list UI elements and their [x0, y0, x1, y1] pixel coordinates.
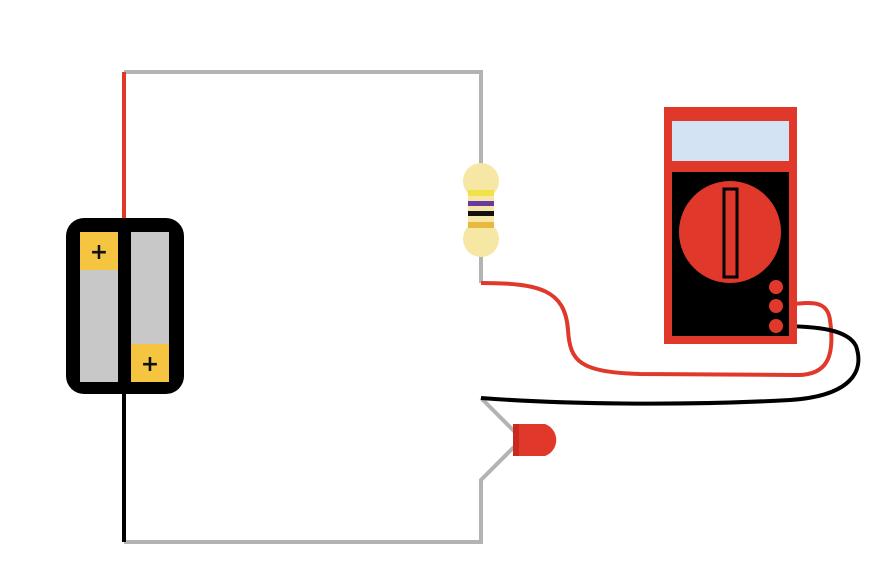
battery-plus-label-right: + [141, 352, 159, 377]
battery-terminal-left [80, 232, 118, 270]
multimeter [664, 107, 797, 344]
multimeter-port-bottom [769, 319, 783, 333]
multimeter-dial-pointer [722, 187, 739, 279]
led-body [513, 424, 557, 456]
resistor-band-4 [468, 222, 494, 228]
resistor-body [468, 181, 494, 239]
multimeter-dial [679, 181, 781, 283]
led [513, 424, 557, 456]
resistor-band-3 [468, 211, 494, 216]
battery-terminal-right [131, 344, 169, 382]
led-rim [513, 424, 519, 456]
multimeter-port-middle [769, 299, 783, 313]
black-probe-wire [480, 324, 861, 406]
bottom-wire [124, 444, 517, 544]
battery-plus-label-left: + [90, 240, 108, 265]
led-anode-wire [479, 396, 517, 434]
resistor [463, 163, 499, 257]
red-probe-wire [480, 281, 834, 378]
resistor-band-2 [468, 201, 494, 206]
multimeter-port-top [769, 280, 783, 294]
multimeter-display [672, 121, 789, 161]
resistor-band-1 [468, 190, 494, 196]
battery-pack: + + [66, 218, 184, 394]
top-wire [124, 70, 483, 168]
